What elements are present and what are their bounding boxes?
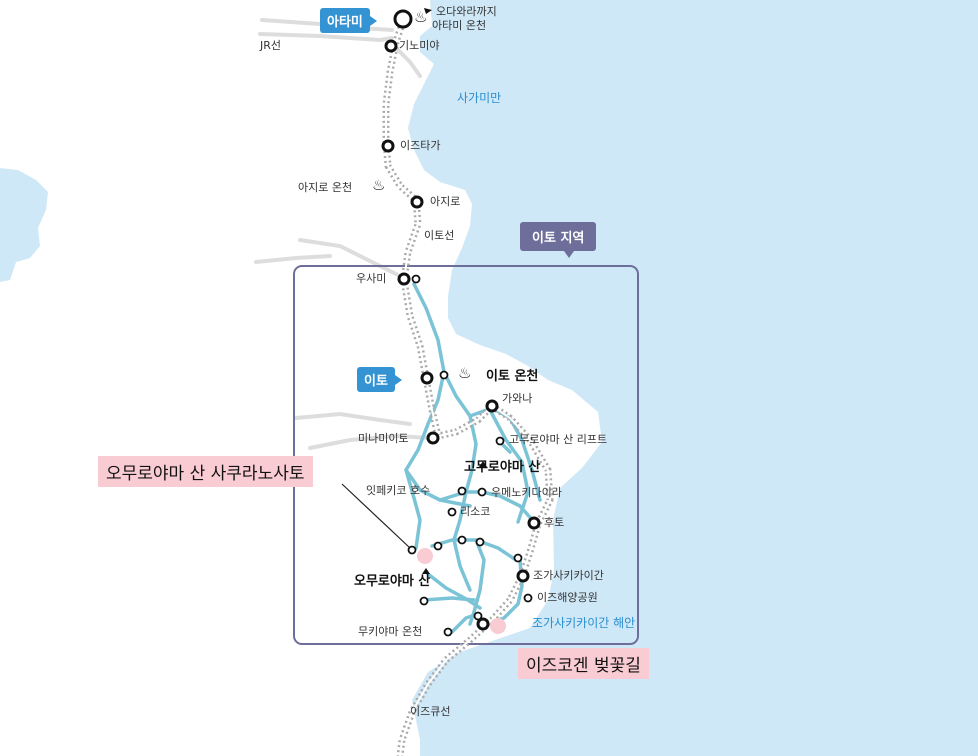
region-tag-ito: 이토 지역: [520, 222, 597, 258]
label-komuroyama-lift: 고무로야마 산 리프트: [509, 433, 608, 446]
label-umenoki: 우메노키다이라: [491, 486, 562, 499]
label-kawana: 가와나: [502, 392, 533, 405]
label-jogasaki-coast: 조가사키카이간 해안: [532, 616, 636, 630]
island-left: [0, 168, 48, 282]
callout-atami: 아타미: [320, 8, 377, 33]
station-kawana: [485, 399, 499, 413]
station-ajiro: [410, 195, 424, 209]
stations-major: [381, 9, 541, 631]
station-izutaga: [381, 139, 395, 153]
station-usami: [397, 272, 411, 286]
station-jogasaki: [516, 569, 530, 583]
label-jr-line: JR선: [260, 39, 282, 52]
station-kinomiya: [384, 39, 398, 53]
callout-ito: 이토: [357, 367, 402, 392]
label-futo: 후토: [544, 516, 565, 529]
station-atami: [393, 9, 413, 29]
label-izutaga: 이즈타가: [400, 139, 441, 152]
label-omuroyama: 오무로야마 산: [354, 574, 431, 589]
label-odawara: 오다와라까지: [436, 5, 497, 18]
label-izu-ocean-park: 이즈해양공원: [537, 591, 598, 604]
station-izukogen: [476, 617, 490, 631]
label-jogasaki-station: 조가사키카이간: [533, 569, 604, 582]
izukogen-point: [490, 618, 506, 634]
hot-spring-icon: ♨: [372, 176, 386, 194]
label-sagami-bay: 사가미만: [457, 91, 502, 105]
label-ito-onsen: 이토 온천: [486, 369, 539, 384]
label-ajiro: 아지로: [430, 195, 461, 208]
label-minamiito: 미나미이토: [358, 432, 409, 445]
label-kinomiya: 기노미야: [399, 39, 440, 52]
label-ajiro-onsen: 아지로 온천: [298, 181, 353, 194]
sakura-point: [417, 548, 433, 564]
hot-spring-icon: ♨: [414, 8, 428, 26]
station-futo: [527, 516, 541, 530]
label-usami: 우사미: [356, 272, 387, 285]
roads-grey: [254, 18, 432, 450]
callout-izukogen: 이즈코겐 벚꽃길: [518, 648, 649, 679]
label-ippeki: 잇페키코 호수: [366, 484, 431, 497]
mountain-peak-icon: [422, 568, 430, 574]
arrow-icon: [424, 8, 432, 14]
callout-sakura: 오무로야마 산 사쿠라노사토: [98, 456, 313, 487]
sea-area: [408, 0, 978, 756]
mountain-peak-icon: [479, 461, 487, 467]
station-ito: [420, 371, 434, 385]
label-mukiyama-onsen: 무키야마 온천: [358, 625, 423, 638]
sakura-leader-line: [341, 483, 411, 549]
label-atami-onsen: 아타미 온천: [432, 19, 487, 32]
label-ito-line: 이토선: [424, 229, 455, 242]
label-izukyu: 이즈큐선: [410, 705, 451, 718]
roads-teal: [404, 282, 542, 634]
label-komuroyama: 고무로야마 산: [464, 460, 541, 475]
stops-minor: [407, 274, 533, 637]
station-minamiito: [426, 431, 440, 445]
island-small: [660, 186, 686, 210]
hot-spring-icon: ♨: [458, 364, 472, 382]
label-risoko: 리소코: [460, 505, 491, 518]
